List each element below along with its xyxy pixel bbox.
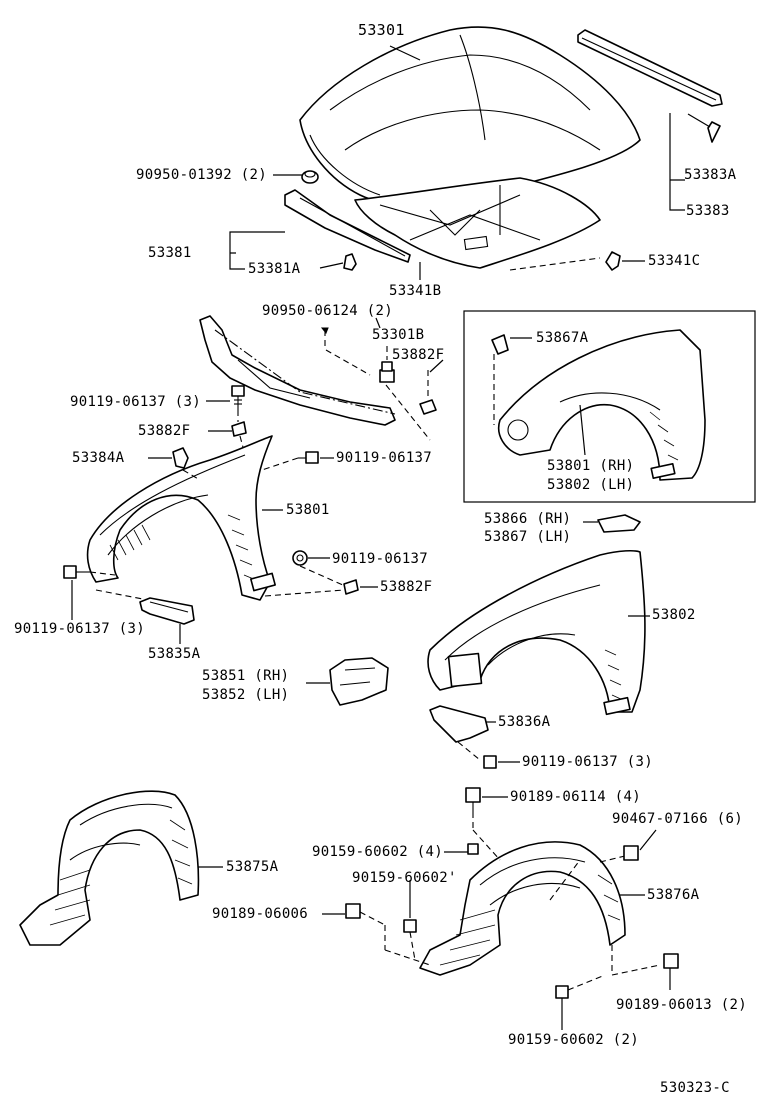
hood-seal[interactable]	[284, 189, 411, 263]
inset-clip[interactable]	[491, 334, 509, 355]
plug-small[interactable]	[320, 327, 329, 334]
label-53851[interactable]: 53851 (RH)	[202, 668, 290, 684]
label-53882F-mid[interactable]: 53882F	[138, 423, 191, 439]
liner-clip-left[interactable]	[345, 903, 361, 919]
inset-frame	[463, 310, 756, 503]
label-53875A[interactable]: 53875A	[226, 859, 279, 875]
label-53384A[interactable]: 53384A	[72, 450, 125, 466]
hood-insulator-clip[interactable]	[605, 251, 621, 271]
fender-liner-rh[interactable]	[19, 790, 200, 946]
label-53381A[interactable]: 53381A	[248, 261, 301, 277]
label-90119-06137-3-right[interactable]: 90119-06137 (3)	[522, 754, 653, 770]
label-53867[interactable]: 53867 (LH)	[484, 529, 572, 545]
retainer-mid[interactable]	[231, 421, 247, 437]
seal-clip[interactable]	[343, 253, 357, 271]
hood-inner-panel[interactable]	[354, 177, 601, 269]
fender-liner-bracket[interactable]	[597, 514, 641, 533]
front-fender-rh[interactable]	[86, 435, 276, 601]
fender-brace-lh[interactable]	[429, 705, 489, 743]
label-53852[interactable]: 53852 (LH)	[202, 687, 290, 703]
label-90189-06114[interactable]: 90189-06114 (4)	[510, 789, 641, 805]
label-90950-01392[interactable]: 90950-01392 (2)	[136, 167, 267, 183]
label-53835A[interactable]: 53835A	[148, 646, 201, 662]
hood-cushion[interactable]	[301, 170, 319, 184]
label-53381[interactable]: 53381	[148, 245, 192, 261]
label-90119-06137-3-left[interactable]: 90119-06137 (3)	[14, 621, 145, 637]
label-53882F-low[interactable]: 53882F	[380, 579, 433, 595]
diagram-id: 530323-C	[660, 1080, 730, 1096]
label-90159-60602-2[interactable]: 90159-60602 (2)	[508, 1032, 639, 1048]
label-53383[interactable]: 53383	[686, 203, 730, 219]
label-53301B[interactable]: 53301B	[372, 327, 425, 343]
bolt-top[interactable]	[231, 385, 245, 410]
liner-screw-b[interactable]	[403, 919, 417, 933]
retainer-low[interactable]	[343, 579, 359, 595]
label-53801[interactable]: 53801	[286, 502, 330, 518]
label-53383A[interactable]: 53383A	[684, 167, 737, 183]
hood-stopper[interactable]	[379, 361, 395, 383]
label-53876A[interactable]: 53876A	[647, 887, 700, 903]
liner-screw-bottom[interactable]	[555, 985, 569, 999]
label-90189-06006[interactable]: 90189-06006	[212, 906, 309, 922]
label-90119-06137-b[interactable]: 90119-06137	[332, 551, 429, 567]
label-90159-60602-4[interactable]: 90159-60602 (4)	[312, 844, 443, 860]
label-90189-06013[interactable]: 90189-06013 (2)	[616, 997, 747, 1013]
label-53866[interactable]: 53866 (RH)	[484, 511, 572, 527]
label-90950-06124[interactable]: 90950-06124 (2)	[262, 303, 393, 319]
fender-liner-lh[interactable]	[419, 841, 626, 976]
label-53802[interactable]: 53802	[652, 607, 696, 623]
front-fender-lh[interactable]	[427, 549, 646, 716]
fender-apron-brace[interactable]	[199, 315, 396, 426]
fender-bolt-left[interactable]	[63, 565, 90, 579]
label-90467-07166[interactable]: 90467-07166 (6)	[612, 811, 743, 827]
liner-clip-top[interactable]	[465, 787, 481, 812]
fender-grommet[interactable]	[292, 550, 308, 566]
label-53801-rh-inset[interactable]: 53801 (RH)	[547, 458, 635, 474]
liner-screw-a[interactable]	[467, 843, 479, 855]
label-90159-60602-b[interactable]: 90159-60602'	[352, 870, 457, 886]
fender-clip[interactable]	[172, 447, 189, 469]
label-53836A[interactable]: 53836A	[498, 714, 551, 730]
cowl-seal-clip[interactable]	[707, 121, 721, 143]
label-53802-lh-inset[interactable]: 53802 (LH)	[547, 477, 635, 493]
cowl-seal[interactable]	[577, 29, 723, 107]
liner-clip-bottom[interactable]	[663, 953, 679, 969]
label-90119-06137-3-top[interactable]: 90119-06137 (3)	[70, 394, 201, 410]
label-53341C[interactable]: 53341C	[648, 253, 701, 269]
fender-bracket[interactable]	[139, 597, 195, 625]
label-53867A[interactable]: 53867A	[536, 330, 589, 346]
label-53882F-top[interactable]: 53882F	[392, 347, 445, 363]
fender-mount-bracket[interactable]	[329, 657, 389, 706]
fender-bolt-a[interactable]	[298, 451, 319, 464]
fender-bolt-right[interactable]	[483, 755, 497, 769]
inset-fender[interactable]	[498, 329, 706, 481]
label-90119-06137-a[interactable]: 90119-06137	[336, 450, 433, 466]
hood-panel[interactable]	[299, 26, 641, 205]
retainer-top[interactable]	[419, 399, 437, 415]
liner-nut-right[interactable]	[623, 845, 639, 861]
label-53341B[interactable]: 53341B	[389, 283, 442, 299]
label-53301[interactable]: 53301	[358, 21, 405, 39]
